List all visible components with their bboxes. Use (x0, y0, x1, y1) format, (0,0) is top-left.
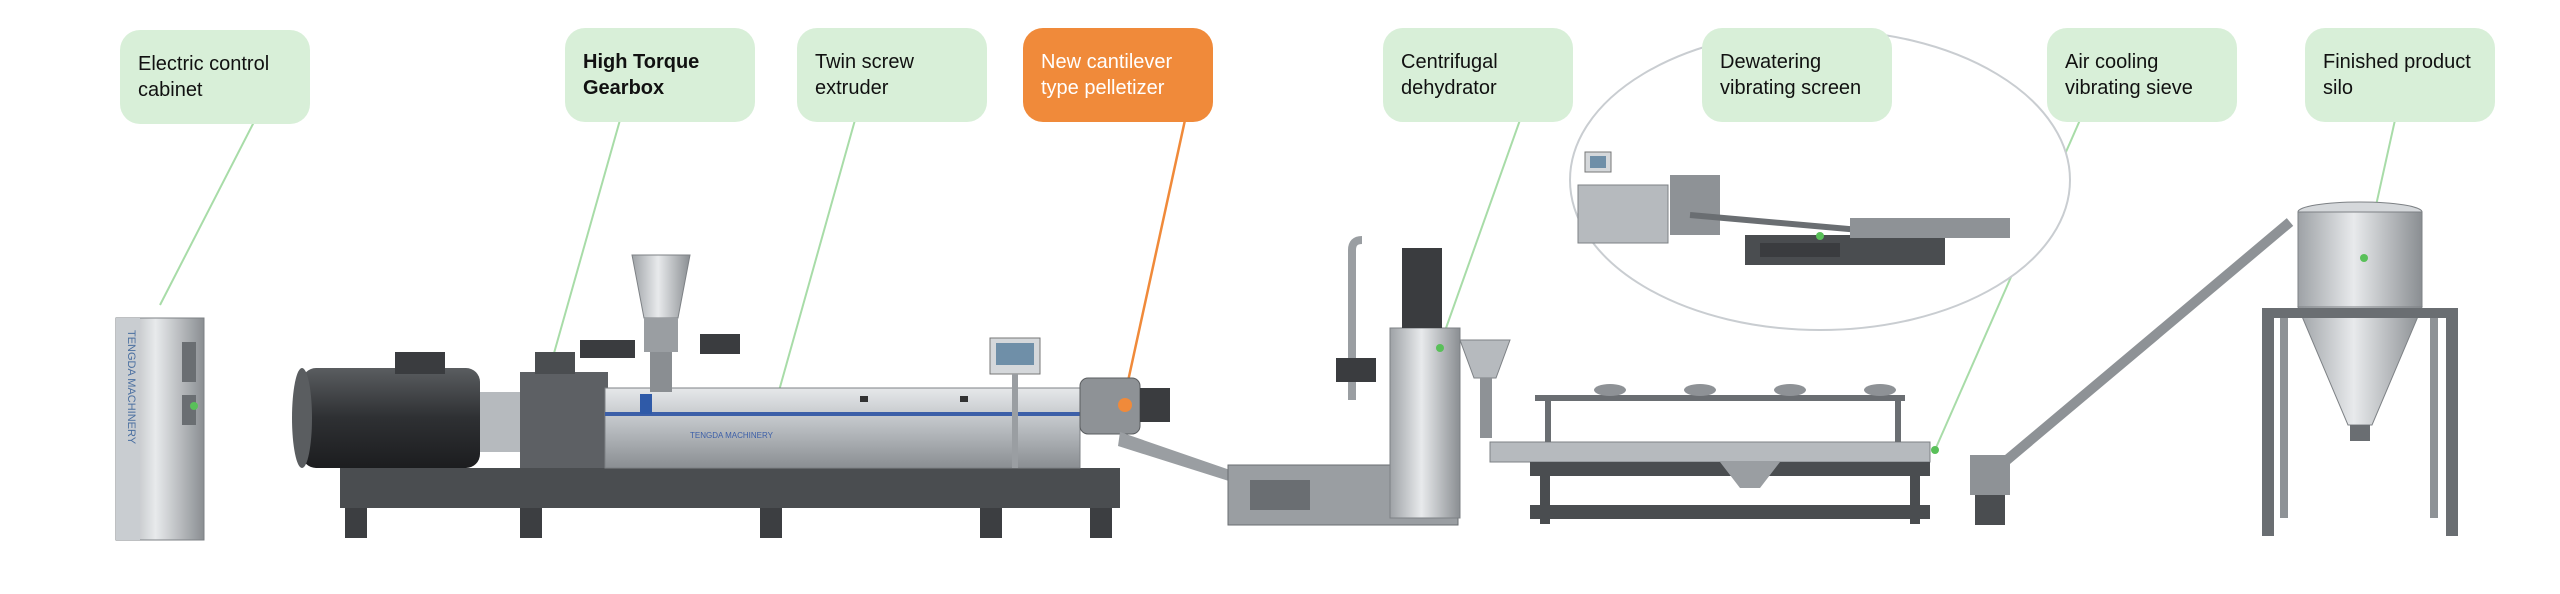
callout-label: Finished product silo (2323, 51, 2471, 99)
callout-finished-product-silo: Finished product silo (2305, 28, 2495, 122)
callout-label: Dewatering vibrating screen (1720, 51, 1862, 99)
callout-high-torque-gearbox: High Torque Gearbox (565, 28, 755, 122)
silo-assembly (2262, 201, 2458, 536)
callout-centrifugal-dehydrator: Centrifugal dehydrator (1383, 28, 1573, 122)
dehydrator-assembly (1227, 236, 1511, 526)
callout-label: Air cooling vibrating sieve (2065, 51, 2193, 99)
callout-label: Electric control cabinet (138, 53, 270, 101)
leader-pelletizer (1123, 119, 1187, 396)
leader-gearbox (544, 119, 621, 386)
callout-label: Centrifugal dehydrator (1401, 51, 1498, 99)
callout-air-cooling-vibrating-sieve: Air cooling vibrating sieve (2047, 28, 2237, 122)
cabinet-brand-text: TENGDA MACHINERY (125, 330, 137, 445)
extruder-assembly: TENGDA MACHINERY (292, 254, 1232, 538)
callout-dewatering-vibrating-screen: Dewatering vibrating screen (1702, 28, 1892, 122)
pneumatic-conveyor-pipe (1991, 218, 2294, 474)
leader-cabinet (159, 119, 256, 306)
callout-label: Twin screw extruder (815, 51, 914, 99)
extruder-brand-text: TENGDA MACHINERY (690, 431, 774, 440)
vibrating-sieve-assembly (1489, 384, 2010, 525)
callout-electric-control-cabinet: Electric control cabinet (120, 30, 310, 124)
callout-cantilever-pelletizer: New cantilever type pelletizer (1023, 28, 1213, 122)
leader-dehydrator (1439, 119, 1521, 346)
leader-extruder (774, 119, 856, 406)
callout-label: New cantilever type pelletizer (1041, 51, 1173, 99)
callout-label: High Torque Gearbox (583, 51, 700, 99)
control-cabinet: TENGDA MACHINERY (115, 317, 205, 541)
callout-twin-screw-extruder: Twin screw extruder (797, 28, 987, 122)
inset-detail-view (1569, 29, 2071, 331)
